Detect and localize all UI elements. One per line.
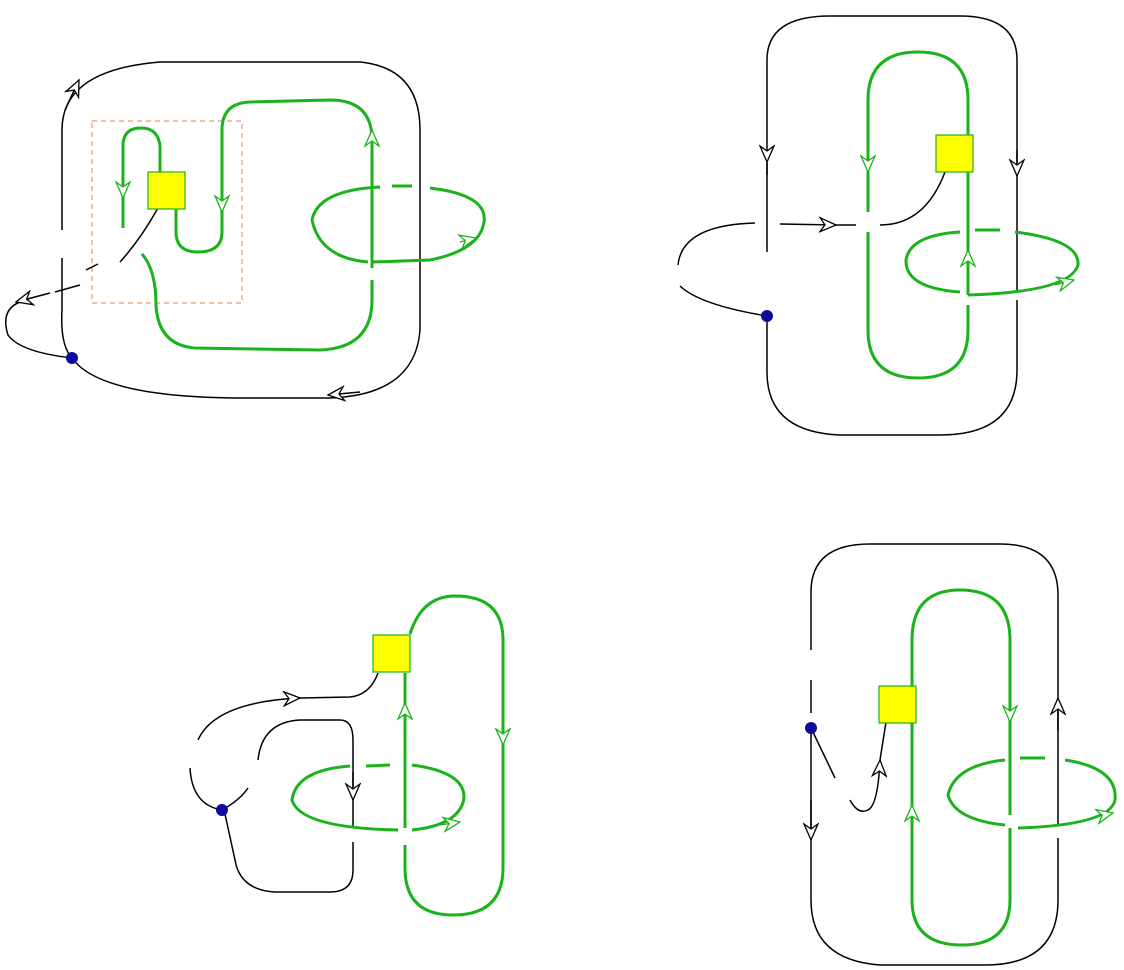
coupon [372,634,411,673]
green-strand [866,50,1080,380]
basepoint [216,804,228,816]
green-strand [290,594,505,917]
green-arrows [868,145,1074,285]
dashed-box [91,120,243,304]
panel-top-left [5,61,486,398]
coupon [935,134,974,173]
panel-bottom-left [189,594,505,917]
coupon [147,171,186,210]
basepoint [66,352,78,364]
basepoint [761,310,773,322]
panel-bottom-right [805,543,1117,966]
panel-top-right [677,15,1080,436]
green-arrows [123,130,476,242]
coupon [878,685,917,724]
green-strand [121,98,486,352]
black-strand [189,672,379,893]
green-arrows [405,703,503,825]
black-strand [811,543,1058,966]
black-strand [677,15,1017,436]
green-arrows [912,700,1113,830]
basepoint [805,722,817,734]
green-strand [910,588,1117,947]
